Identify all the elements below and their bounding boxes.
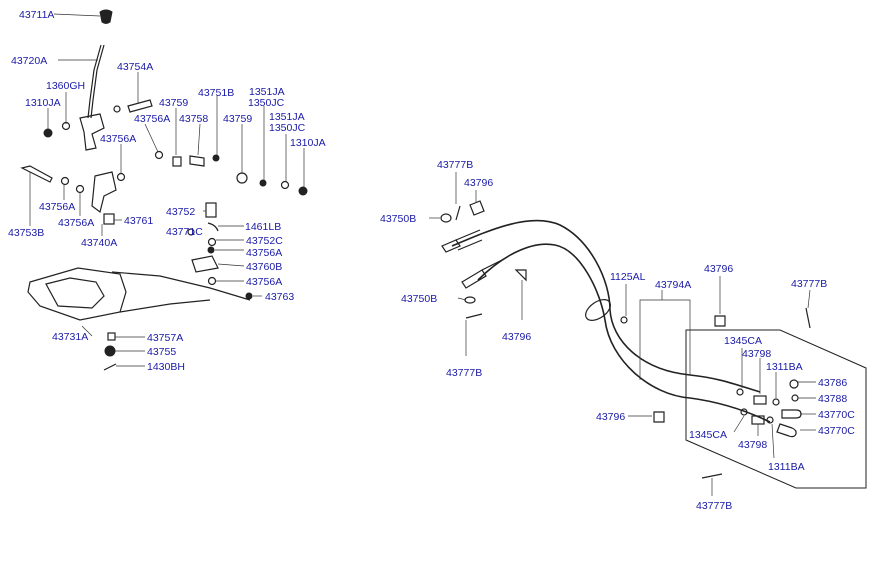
label-43770C: 43770C [818, 409, 855, 421]
label-43756A: 43756A [246, 247, 282, 259]
pivot-bolt [127, 99, 153, 113]
label-1461LB: 1461LB [245, 221, 281, 233]
label-43756A: 43756A [134, 113, 170, 125]
label-43796: 43796 [464, 177, 493, 189]
label-43794A: 43794A [655, 279, 691, 291]
label-1350JC: 1350JC [269, 122, 306, 134]
label-1125AL: 1125AL [610, 271, 646, 283]
label-43763: 43763 [265, 291, 294, 303]
label-43770C: 43770C [818, 425, 855, 437]
label-43798: 43798 [738, 439, 767, 451]
cable-bracket [685, 329, 867, 489]
label-1351JA: 1351JA [249, 86, 285, 98]
grommet [585, 299, 611, 321]
label-43777B: 43777B [696, 500, 732, 512]
base-plate [27, 267, 127, 321]
label-43756A: 43756A [246, 276, 282, 288]
label-1311BA: 1311BA [766, 361, 803, 373]
label-43751B: 43751B [198, 87, 234, 99]
label-1310JA: 1310JA [290, 137, 326, 149]
lever-rod [87, 44, 102, 119]
label-43756A: 43756A [58, 217, 94, 229]
label-43753B: 43753B [8, 227, 44, 239]
part-labels: 43711A 43720A 1360GH 1310JA 43754A 43759… [8, 9, 855, 512]
label-43759: 43759 [159, 97, 188, 109]
label-43777B: 43777B [791, 278, 827, 290]
label-43796: 43796 [502, 331, 531, 343]
lower-lever [91, 171, 117, 214]
label-43757A: 43757A [147, 332, 183, 344]
label-43754A: 43754A [117, 61, 153, 73]
label-43798: 43798 [742, 348, 771, 360]
label-43756A: 43756A [100, 133, 136, 145]
label-43755: 43755 [147, 346, 176, 358]
label-1351JA: 1351JA [269, 111, 305, 123]
cable-assembly [440, 200, 867, 489]
label-43711A: 43711A [19, 9, 54, 21]
label-1310JA: 1310JA [25, 97, 61, 109]
label-43796: 43796 [704, 263, 733, 275]
leader-lines-right [429, 172, 816, 496]
label-1345CA: 1345CA [689, 429, 727, 441]
lever-bracket [79, 113, 105, 151]
label-43752: 43752 [166, 206, 195, 218]
label-43796: 43796 [596, 411, 625, 423]
label-43777B: 43777B [446, 367, 482, 379]
label-43731A: 43731A [52, 331, 88, 343]
label-43760B: 43760B [246, 261, 282, 273]
label-43758: 43758 [179, 113, 208, 125]
side-bolt [20, 165, 53, 183]
label-1350JC: 1350JC [248, 97, 285, 109]
label-1345CA: 1345CA [724, 335, 762, 347]
label-43750B: 43750B [401, 293, 437, 305]
label-43720A: 43720A [11, 55, 47, 67]
label-43752C: 43752C [246, 235, 283, 247]
label-43750B: 43750B [380, 213, 416, 225]
label-43786: 43786 [818, 377, 847, 389]
label-43756A: 43756A [39, 201, 75, 213]
leader-lines-left [29, 13, 305, 367]
label-43759: 43759 [223, 113, 252, 125]
label-43771C: 43771C [166, 226, 203, 238]
label-1430BH: 1430BH [147, 361, 185, 373]
shift-knob [99, 9, 113, 24]
label-1311BA: 1311BA [768, 461, 805, 473]
label-43761: 43761 [124, 215, 153, 227]
label-43740A: 43740A [81, 237, 117, 249]
label-43788: 43788 [818, 393, 847, 405]
shift-cable [451, 219, 761, 393]
shift-lever-assembly [20, 9, 308, 371]
label-1360GH: 1360GH [46, 80, 85, 92]
label-43777B: 43777B [437, 159, 473, 171]
